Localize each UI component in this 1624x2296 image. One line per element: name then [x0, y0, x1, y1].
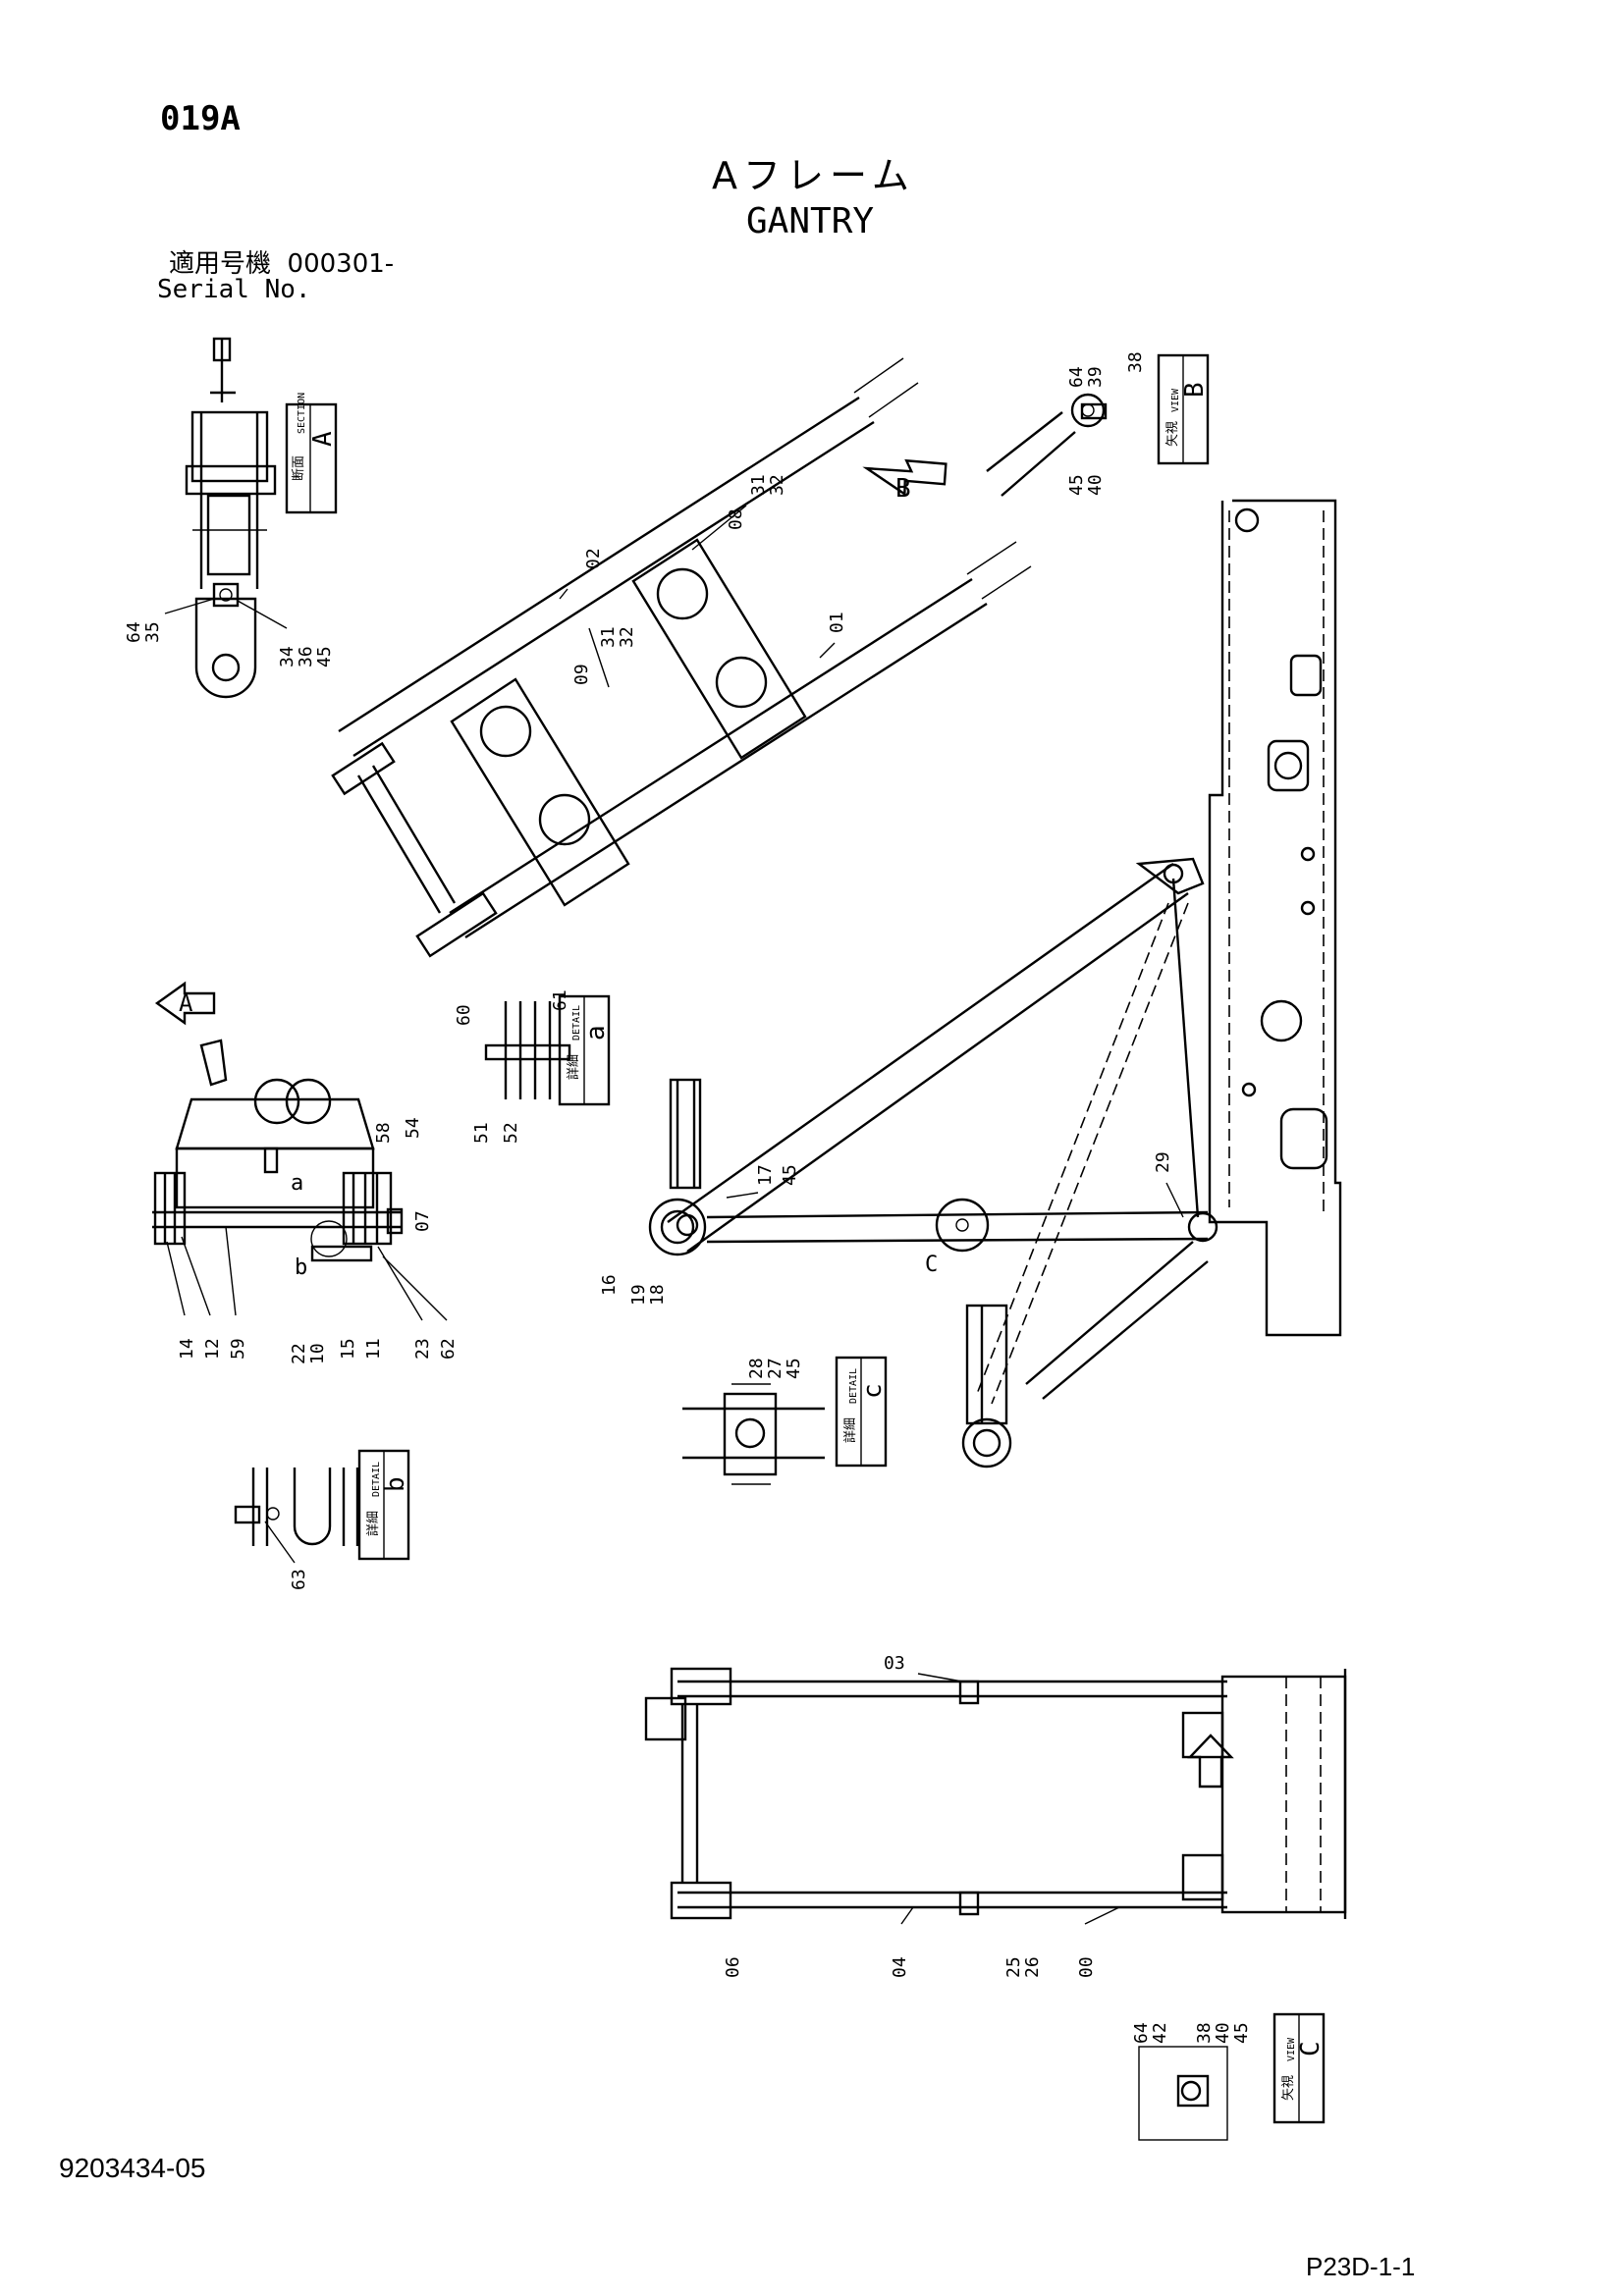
section-a-en: SECTION [297, 393, 307, 434]
serial-label-english: Serial No. [157, 275, 311, 304]
detail-b-view [234, 1468, 359, 1546]
page-code: 019A [160, 99, 241, 138]
detail-c-letter: c [858, 1383, 888, 1399]
detail-b-letter: b [381, 1476, 410, 1492]
callout-12: 12 [202, 1338, 223, 1360]
callout-03: 03 [884, 1653, 905, 1674]
view-c-jp: 矢視 [1281, 2075, 1296, 2101]
base-frame [1208, 499, 1342, 1337]
section-a-letter: A [308, 431, 338, 447]
label-view-b: 矢視 VIEW B [1157, 353, 1210, 465]
detail-mark-c: C [925, 1253, 938, 1277]
label-detail-a: 詳細 DETAIL a [558, 994, 611, 1106]
callout-64-39: 6439 [1066, 366, 1106, 388]
callout-29: 29 [1153, 1151, 1173, 1173]
detail-mark-a: a [291, 1171, 303, 1196]
callout-63: 63 [289, 1569, 309, 1590]
callout-60: 60 [454, 1004, 474, 1026]
callout-11: 11 [363, 1338, 384, 1360]
view-c-en: VIEW [1286, 2037, 1297, 2061]
callout-54: 54 [403, 1117, 423, 1139]
callout-51: 51 [471, 1122, 492, 1144]
detail-mark-b: b [295, 1255, 307, 1280]
callout-34-36-45: 343645 [277, 646, 335, 667]
callout-45-40: 4540 [1066, 474, 1106, 496]
callout-19-18: 1918 [628, 1284, 668, 1306]
callout-14: 14 [177, 1338, 197, 1360]
section-a-jp: 断面 [292, 455, 306, 481]
callout-64-35: 6435 [124, 621, 163, 643]
serial-label-japanese: 適用号機 000301- [169, 251, 394, 277]
view-b-jp: 矢視 [1165, 421, 1180, 447]
gantry-plan-view [644, 1667, 1347, 1920]
view-b-detail [986, 393, 1108, 497]
title-english: GANTRY [746, 201, 875, 241]
gantry-upper-frame [331, 357, 1032, 958]
page-reference: P23D-1-1 [1306, 2252, 1416, 2281]
callout-01: 01 [827, 612, 847, 633]
arrow-b-marker: B [862, 458, 947, 504]
detail-c-jp: 詳細 [842, 1417, 858, 1443]
arrow-a-marker: A [154, 981, 216, 1026]
callout-62: 62 [438, 1338, 459, 1360]
callout-22-10: 2210 [289, 1343, 328, 1364]
callout-04: 04 [890, 1956, 910, 1978]
callout-06: 06 [723, 1956, 743, 1978]
detail-a-jp: 詳細 [566, 1054, 581, 1080]
callout-31-32-b: 3132 [748, 474, 787, 496]
callout-38: 38 [1125, 351, 1146, 373]
callout-59: 59 [228, 1338, 248, 1360]
label-detail-c-small: 詳細 DETAIL c [835, 1356, 888, 1468]
detail-a-view [484, 1001, 571, 1099]
view-c-detail [1138, 2046, 1228, 2141]
title-japanese: Aフレーム [712, 154, 915, 197]
callout-45: 45 [780, 1164, 800, 1186]
detail-c-view [682, 1383, 825, 1485]
gantry-side-view [648, 857, 1218, 1468]
callout-64-42: 6442 [1131, 2022, 1170, 2044]
document-number: 9203434-05 [59, 2153, 206, 2183]
section-a-view [185, 337, 277, 699]
front-view-assembly [152, 1039, 404, 1262]
callout-28-27-45: 282745 [746, 1358, 804, 1379]
view-b-en: VIEW [1170, 388, 1181, 412]
detail-b-jp: 詳細 [365, 1511, 381, 1536]
detail-c-en: DETAIL [848, 1368, 859, 1404]
callout-38-40-45: 384045 [1194, 2022, 1252, 2044]
callout-00: 00 [1076, 1956, 1097, 1978]
callout-25-26: 2526 [1003, 1956, 1043, 1978]
view-b-letter: B [1180, 382, 1210, 398]
callout-02: 02 [583, 548, 604, 569]
label-view-c: 矢視 VIEW C [1272, 2012, 1326, 2124]
callout-08: 08 [726, 508, 746, 530]
arrow-a-letter: A [179, 989, 193, 1017]
callout-52: 52 [501, 1122, 521, 1144]
callout-09: 09 [571, 664, 592, 685]
serial-value: 000301- [287, 249, 395, 279]
callout-15: 15 [338, 1338, 358, 1360]
view-c-letter: C [1296, 2041, 1326, 2056]
serial-label-jp: 適用号機 [169, 249, 272, 279]
detail-a-letter: a [581, 1025, 611, 1041]
callout-17: 17 [755, 1164, 776, 1186]
callout-58: 58 [373, 1122, 394, 1144]
label-section-a: 断面 SECTION A [285, 393, 338, 514]
callout-61: 61 [550, 989, 570, 1011]
callout-23: 23 [412, 1338, 433, 1360]
callout-07: 07 [412, 1210, 433, 1232]
callout-16: 16 [599, 1274, 620, 1296]
callout-31-32-a: 3132 [598, 626, 637, 648]
arrow-b-letter: B [895, 474, 911, 504]
detail-a-en: DETAIL [571, 1005, 582, 1041]
detail-b-en: DETAIL [371, 1462, 382, 1497]
label-detail-b: 詳細 DETAIL b [357, 1449, 410, 1561]
